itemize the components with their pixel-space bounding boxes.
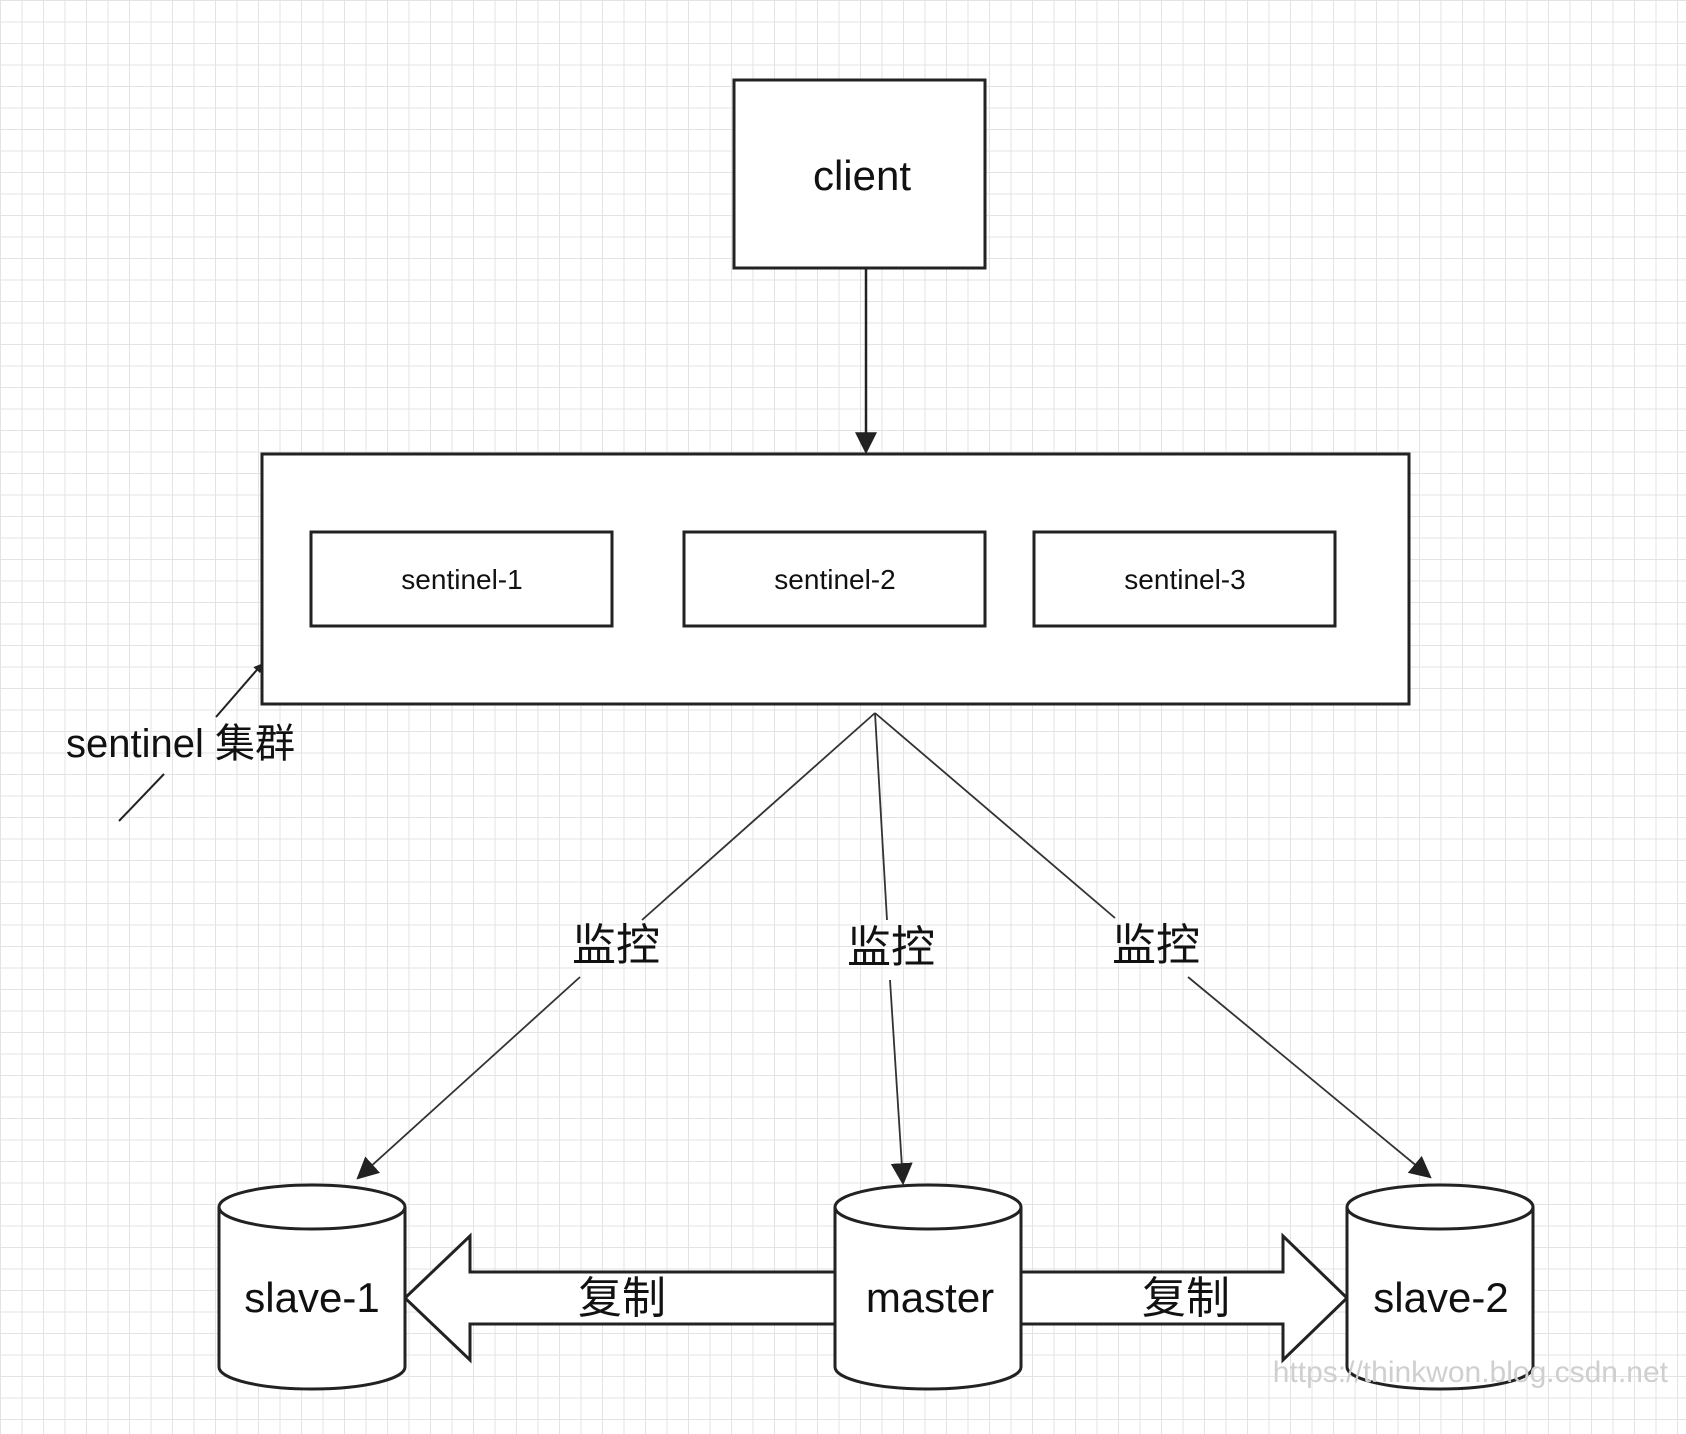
client-node: client [732, 78, 987, 270]
client-label: client [813, 152, 911, 199]
sentinel-3-node [1032, 530, 1337, 628]
master-node: master [833, 1183, 1023, 1391]
replicate-left-label: 复制 [578, 1274, 666, 1323]
sentinel-2-label: sentinel-2 [774, 564, 895, 595]
slave-2-label: slave-2 [1373, 1274, 1508, 1321]
sentinel-cluster: sentinel-1 sentinel-2 sentinel-3 [260, 452, 1411, 706]
sentinel-2-node [682, 530, 987, 628]
monitor-connections [356, 712, 1432, 1186]
cluster-annotation-tail [118, 773, 165, 822]
sentinel-1-label: sentinel-1 [401, 564, 522, 595]
master-label: master [866, 1274, 994, 1321]
cluster-annotation-label: sentinel 集群 [66, 722, 295, 766]
slave-1-node: slave-1 [217, 1183, 407, 1391]
monitor-left-label: 监控 [572, 921, 660, 970]
slave-2-node: slave-2 [1345, 1183, 1535, 1391]
watermark: https://thinkwon.blog.csdn.net [1273, 1356, 1669, 1389]
slave-1-label: slave-1 [244, 1274, 379, 1321]
monitor-right-label: 监控 [1112, 921, 1200, 970]
cluster-annotation-arrow [215, 663, 263, 718]
sentinel-1-node [309, 530, 614, 628]
monitor-center-label: 监控 [847, 923, 935, 972]
sentinel-3-label: sentinel-3 [1124, 564, 1245, 595]
replicate-right-label: 复制 [1142, 1274, 1230, 1323]
